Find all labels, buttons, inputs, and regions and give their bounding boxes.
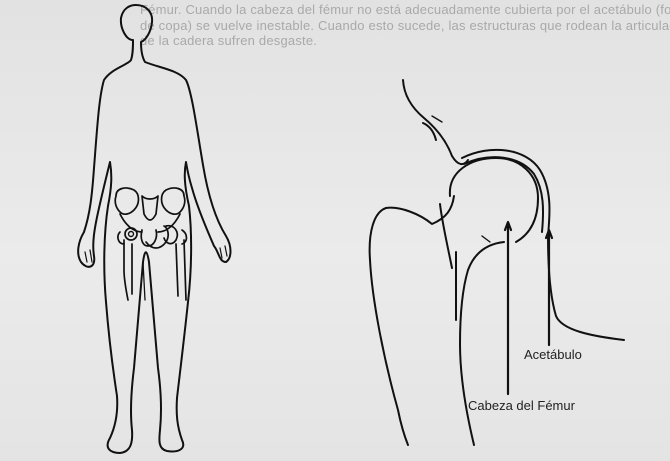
lesser-mark xyxy=(482,236,490,242)
left-trochanter xyxy=(118,232,124,244)
femoral-head xyxy=(450,158,538,242)
sacrum xyxy=(142,196,158,220)
finger-line xyxy=(220,246,227,258)
right-femur xyxy=(176,240,186,300)
acetabulum-cup-inner xyxy=(464,157,543,232)
finger-line xyxy=(85,250,92,262)
femoral-neck-top xyxy=(386,196,454,224)
right-iliac-wing xyxy=(162,188,185,214)
left-femur xyxy=(124,240,132,300)
body-outline xyxy=(78,5,230,453)
obturator-ring xyxy=(141,230,156,246)
iliac-mark xyxy=(432,116,442,122)
pelvis-inner-line xyxy=(423,123,436,140)
acetabulum-lower xyxy=(548,236,624,340)
acetabulum-cup-outer xyxy=(462,150,550,236)
pelvic-brim xyxy=(120,214,180,232)
hip-joint-closeup xyxy=(370,80,624,445)
pelvis-outer-line xyxy=(403,80,468,164)
label-acetabulo: Acetábulo xyxy=(524,347,582,362)
label-pointers xyxy=(505,222,552,394)
femoral-neck-bottom xyxy=(460,242,504,445)
greater-trochanter xyxy=(370,208,408,445)
leg-gap xyxy=(143,262,145,300)
left-iliac-wing xyxy=(115,188,138,214)
left-hip-joint xyxy=(125,228,137,240)
label-cabeza-femur: Cabeza del Fémur xyxy=(468,398,575,413)
left-hip-joint-inner xyxy=(129,232,134,237)
trochanter-crest xyxy=(440,204,456,320)
right-trochanter xyxy=(182,230,187,244)
human-body-figure xyxy=(78,5,230,453)
